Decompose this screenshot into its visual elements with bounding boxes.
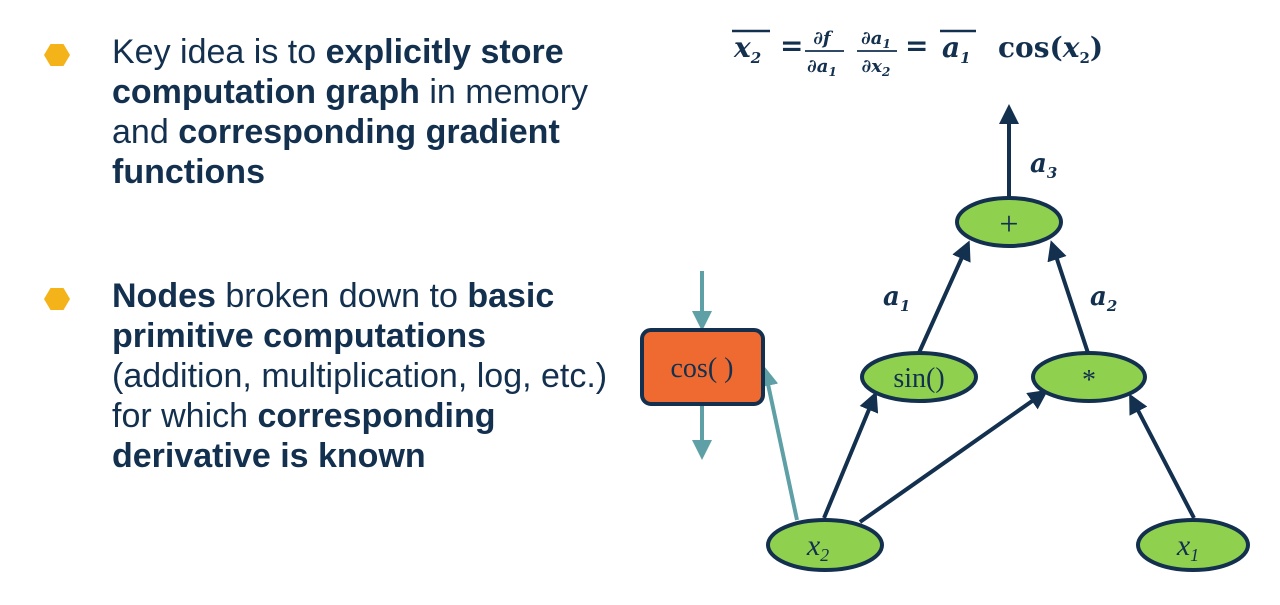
bullet-text: Nodes broken down to basic primitive com… <box>112 277 607 475</box>
node-cos-gradient: cos( ) <box>640 328 765 406</box>
frac2-numerator: ∂a1 <box>861 28 891 51</box>
bullet-plain-text: broken down to <box>215 277 468 315</box>
node-plus-label: + <box>999 206 1018 243</box>
node-x1-shape <box>1136 518 1250 572</box>
bullet-bold-text: corresponding gradient functions <box>112 113 560 191</box>
frac1-numerator: ∂f <box>813 28 834 49</box>
node-x2-shape <box>766 518 884 572</box>
edge-label-a3: a3 <box>1030 149 1057 182</box>
edge-mul-to-plus <box>1047 240 1090 354</box>
equals-sign: = <box>780 29 803 62</box>
node-multiply-shape <box>1031 351 1147 403</box>
node-multiply: * <box>1031 351 1147 403</box>
bullet-plain-text: (addition, multiplication, log, etc.) fo… <box>112 357 608 435</box>
equation-rhs-a1: a1 <box>942 31 971 67</box>
equals-sign-2: = <box>905 29 928 62</box>
bullet-plain-text: Key idea is to <box>112 33 326 71</box>
frac1-denominator: ∂a1 <box>807 56 837 79</box>
edge-sin-to-plus <box>916 240 971 356</box>
edge-x2-to-sin <box>822 391 879 519</box>
grad-x2-to-cos-arrow <box>758 366 799 521</box>
node-sin-shape <box>860 351 978 403</box>
node-plus-shape <box>955 196 1063 248</box>
hexagon-bullet-icon <box>44 44 70 66</box>
node-plus: + <box>955 196 1063 248</box>
node-x2-label: x2 <box>806 529 829 565</box>
edge-label-a2: a2 <box>1090 282 1117 315</box>
bullet-item: Key idea is to explicitly store computat… <box>40 32 610 192</box>
bullet-bold-text: explicitly store computation graph <box>112 33 564 111</box>
node-sin: sin() <box>860 351 978 403</box>
bullet-item: Nodes broken down to basic primitive com… <box>40 276 610 476</box>
bullet-plain-text: in memory and <box>112 73 589 151</box>
backward-edges <box>692 271 799 521</box>
gradient-equation: x2 = ∂f ∂a1 ∂a1 ∂x2 = a1 cos(x2) <box>732 28 1103 79</box>
node-multiply-label: * <box>1082 365 1096 396</box>
equation-lhs: x2 <box>733 31 761 67</box>
frac2-denominator: ∂x2 <box>862 56 891 79</box>
node-x2: x2 <box>766 518 884 572</box>
bullet-bold-text: basic primitive computations <box>112 277 555 355</box>
bullet-bold-text: Nodes <box>112 277 216 315</box>
edge-x1-to-mul <box>1129 393 1196 519</box>
node-x1: x1 <box>1136 518 1250 572</box>
edge-label-a1: a1 <box>883 282 910 315</box>
node-cos-label: cos( ) <box>671 353 734 384</box>
bullet-text: Key idea is to explicitly store computat… <box>112 33 588 191</box>
node-sin-label: sin() <box>893 363 944 394</box>
node-cos-shape <box>640 328 765 406</box>
equation-rhs-cos: cos(x2) <box>998 31 1103 67</box>
node-x1-label: x1 <box>1176 529 1199 565</box>
edge-x2-to-mul <box>858 389 1049 524</box>
forward-edges <box>822 104 1196 524</box>
bullet-list: Key idea is to explicitly store computat… <box>40 32 610 476</box>
bullet-bold-text: corresponding derivative is known <box>112 397 496 475</box>
hexagon-bullet-icon <box>44 288 70 310</box>
